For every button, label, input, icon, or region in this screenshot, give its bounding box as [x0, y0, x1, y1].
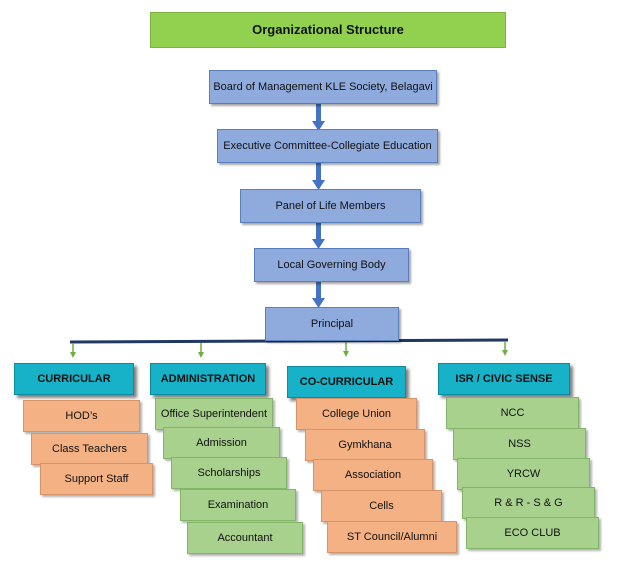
curricular-header: CURRICULAR	[14, 363, 134, 395]
isr-item: ECO CLUB	[466, 517, 599, 549]
co-curricular-item: ST Council/Alumni	[327, 521, 457, 553]
administration-item: Admission	[163, 427, 280, 459]
local-governing-body-box: Local Governing Body	[254, 248, 409, 282]
administration-item: Examination	[180, 489, 296, 521]
isr-item: R & R - S & G	[462, 487, 595, 519]
panel-of-life-members-box: Panel of Life Members	[240, 189, 421, 223]
administration-item: Scholarships	[171, 457, 287, 489]
page-title: Organizational Structure	[150, 12, 506, 48]
curricular-item: Support Staff	[40, 463, 153, 495]
co-curricular-item: Cells	[321, 490, 442, 522]
co-curricular-header: CO-CURRICULAR	[287, 366, 406, 398]
curricular-item: HOD’s	[23, 400, 140, 432]
administration-item: Office Superintendent	[155, 398, 273, 430]
administration-item: Accountant	[187, 522, 303, 554]
administration-header: ADMINISTRATION	[150, 363, 266, 395]
principal-box: Principal	[265, 307, 399, 341]
isr-civic-sense-header: ISR / CIVIC SENSE	[438, 363, 570, 395]
co-curricular-item: Gymkhana	[305, 429, 425, 461]
curricular-item: Class Teachers	[31, 433, 148, 465]
branch-bar	[69, 338, 509, 344]
co-curricular-item: College Union	[296, 398, 417, 430]
board-of-management-box: Board of Management KLE Society, Belagav…	[209, 70, 437, 104]
executive-committee-box: Executive Committee-Collegiate Education	[217, 129, 438, 163]
co-curricular-item: Association	[313, 459, 433, 491]
branch-arrows	[70, 341, 508, 358]
isr-item: YRCW	[457, 458, 590, 490]
isr-item: NSS	[453, 428, 586, 460]
isr-item: NCC	[446, 397, 579, 429]
chain-arrows	[312, 104, 325, 308]
